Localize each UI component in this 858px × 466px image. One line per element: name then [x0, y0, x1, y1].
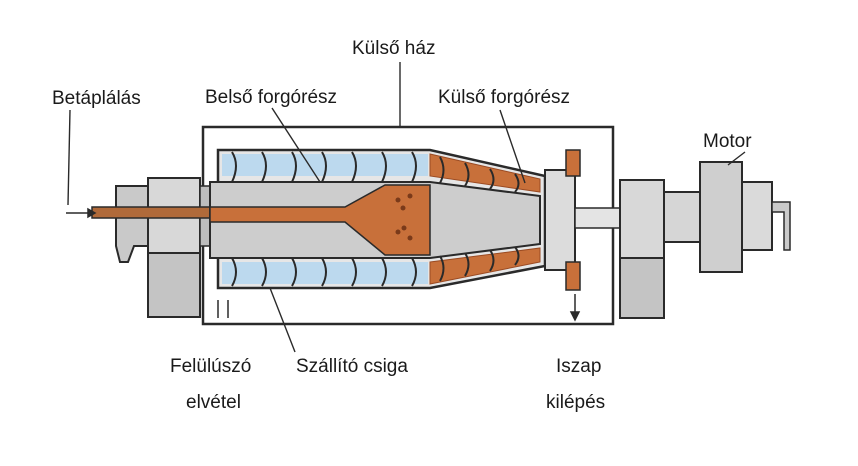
- feed-pipe: [91, 206, 211, 219]
- feed-chamber: [209, 184, 431, 256]
- right-end-wall: [544, 169, 576, 271]
- leader-lines: [67, 62, 746, 353]
- label-iszap-line1: Iszap: [556, 356, 601, 377]
- label-felulusz-line1: Felülúszó: [170, 356, 251, 377]
- sludge-outlet-top: [565, 149, 581, 177]
- drive-shaft: [574, 207, 621, 229]
- right-bearing: [619, 179, 665, 319]
- screw-flights: [231, 151, 520, 287]
- label-felulusz-line2: elvétel: [186, 392, 241, 413]
- sludge-cone-top: [429, 153, 541, 193]
- sludge-outlet-bottom: [565, 261, 581, 291]
- motor: [663, 161, 791, 273]
- left-bearing: [115, 177, 211, 318]
- flow-arrows: [66, 207, 581, 322]
- label-iszap-line2: kilépés: [546, 392, 605, 413]
- label-betaplalas: Betáplálás: [52, 88, 141, 109]
- label-motor: Motor: [703, 131, 752, 152]
- label-kulso-forgoresz: Külső forgórész: [438, 87, 570, 108]
- label-kulso-haz: Külső ház: [352, 38, 435, 59]
- sludge-cone-bottom: [429, 247, 541, 285]
- label-belso-forgoresz: Belső forgórész: [205, 87, 337, 108]
- label-szallito-csiga: Szállító csiga: [296, 356, 408, 377]
- feed-ports: [395, 193, 413, 241]
